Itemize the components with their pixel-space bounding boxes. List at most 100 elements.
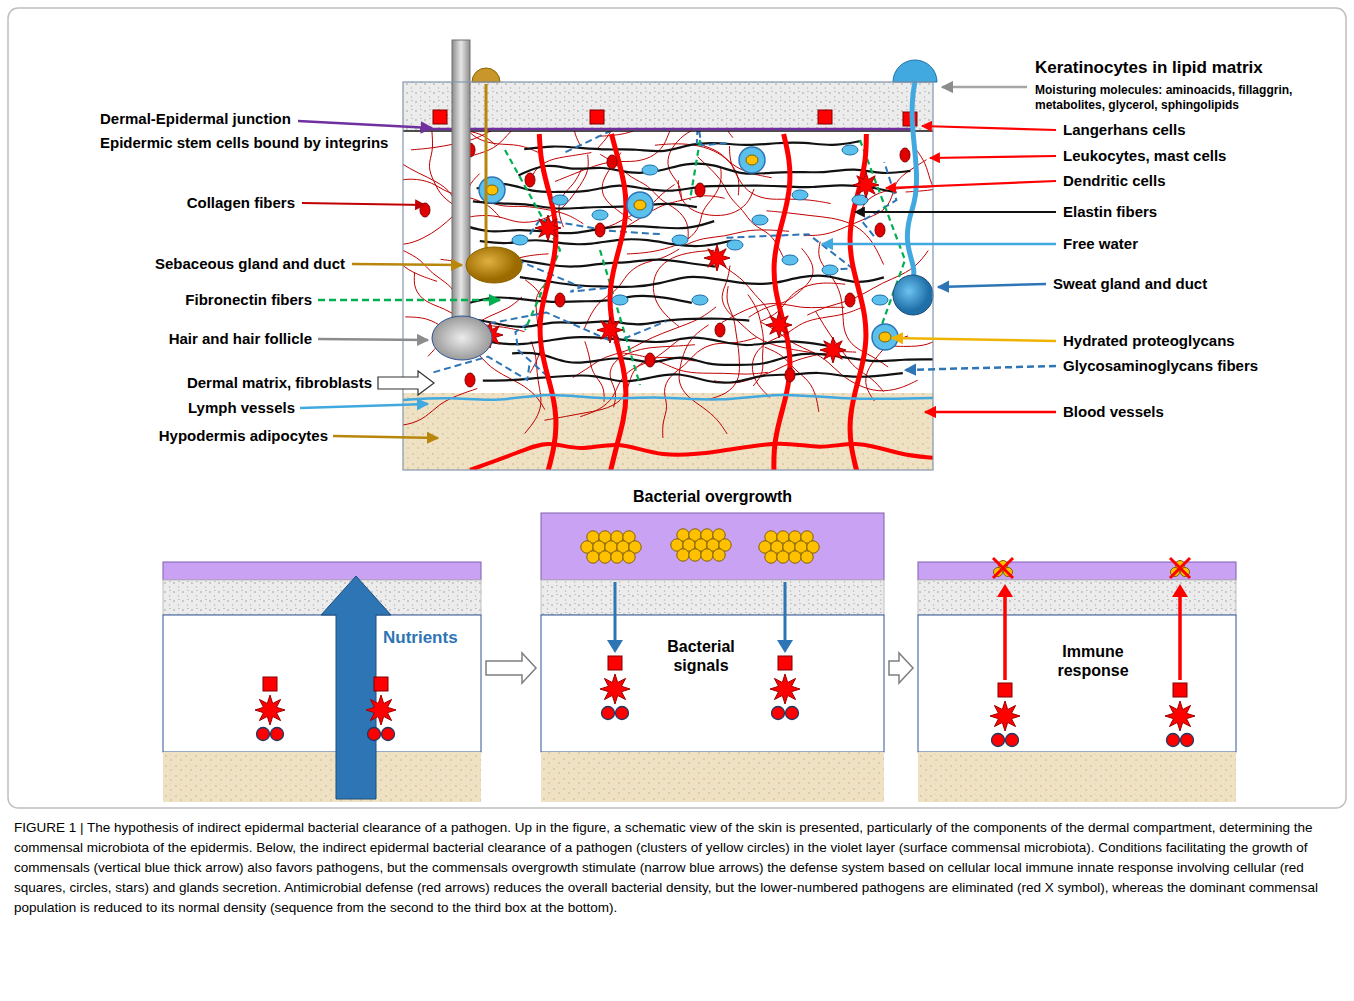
part-label: Blood vessels: [1063, 403, 1164, 421]
bacterium: [611, 551, 623, 563]
leukocyte: [525, 173, 535, 187]
nutrient-arrow: [321, 576, 391, 799]
sweat-duct: [907, 82, 916, 280]
part-label: Hypodermis adipocytes: [20, 427, 328, 445]
glycosaminoglycan-fiber: [566, 131, 725, 152]
free-water: [822, 265, 838, 275]
immune-cell-square: [1173, 683, 1187, 697]
elastin-fiber: [473, 201, 697, 208]
collagen-fiber: [403, 232, 437, 281]
free-water: [512, 235, 528, 245]
part-label: Dermal-Epidermal junction: [100, 110, 291, 128]
immune-cell-circle: [257, 728, 270, 741]
hair-shaft: [452, 40, 470, 330]
collagen-fiber: [403, 389, 477, 426]
signal-arrowhead: [1172, 584, 1188, 597]
bacterium: [689, 549, 701, 561]
leader-line: [938, 284, 1046, 287]
sweat-pore: [893, 60, 937, 82]
leader-line: [892, 338, 1056, 341]
dendritic-cell: [820, 337, 846, 363]
collagen-fiber: [585, 341, 604, 401]
free-water: [782, 255, 798, 265]
leukocyte: [595, 223, 605, 237]
collagen-fiber: [597, 131, 723, 136]
immune-cell-circle: [772, 707, 785, 720]
collagen-fiber: [627, 167, 721, 254]
epidermis-layer: [163, 580, 481, 615]
skin-stage-panel: Bacterial overgrowthBacterial signals: [541, 485, 884, 802]
signal-arrow: [614, 582, 617, 641]
collagen-fiber: [663, 338, 757, 438]
immune-cell-square: [998, 683, 1012, 697]
glycosaminoglycan-fiber: [726, 234, 852, 269]
free-water: [672, 235, 688, 245]
dermal-epidermal-junction: [420, 128, 915, 131]
immune-cell-circle: [602, 707, 615, 720]
collagen-fiber: [724, 131, 791, 138]
bacterium: [599, 551, 611, 563]
leader-line: [298, 121, 432, 128]
free-water: [592, 210, 608, 220]
elastin-fiber: [477, 184, 897, 192]
dendritic-cell: [766, 312, 792, 338]
proteoglycan-core: [746, 155, 758, 165]
part-label: Sweat gland and duct: [1053, 275, 1207, 293]
langerhans-cell: [590, 110, 604, 124]
collagen-fiber: [405, 317, 545, 410]
leukocyte: [645, 353, 655, 367]
panel-heading: Bacterial overgrowth: [541, 487, 884, 506]
leukocyte: [845, 293, 855, 307]
free-water: [552, 195, 568, 205]
bacterium: [623, 551, 635, 563]
panel-label: Bacterial signals: [651, 637, 751, 675]
proteoglycan: [627, 192, 653, 218]
collagen-fiber: [815, 311, 883, 392]
commensal-layer: [163, 562, 481, 580]
immune-cell-star: [1165, 701, 1195, 731]
free-water: [872, 295, 888, 305]
collagen-fiber: [403, 131, 495, 145]
bacterium: [677, 549, 689, 561]
dermis-layer: [163, 615, 481, 752]
blood-vessel: [470, 444, 933, 470]
immune-cell-star: [990, 701, 1020, 731]
immune-cell-star: [366, 695, 396, 725]
collagen-fiber: [752, 307, 863, 398]
elastin-fiber: [518, 164, 910, 176]
elastin-fiber: [512, 353, 933, 365]
epidermis-layer: [403, 82, 933, 130]
part-label: Fibronectin fibers: [20, 291, 312, 309]
immune-cell-square: [778, 656, 792, 670]
panel-layers: [163, 562, 481, 802]
proteoglycan-core: [879, 332, 891, 342]
sweat-gland: [893, 275, 933, 315]
proteoglycan-core: [634, 200, 646, 210]
langerhans-cell: [433, 110, 447, 124]
part-label: Langerhans cells: [1063, 121, 1186, 139]
part-label: Dendritic cells: [1063, 172, 1166, 190]
free-water: [642, 165, 658, 175]
leukocyte: [695, 183, 705, 197]
leader-line: [930, 156, 1056, 158]
immune-cell-circle: [271, 728, 284, 741]
free-water: [792, 190, 808, 200]
leader-line: [925, 411, 1056, 414]
skin-stage-panel: Nutrients: [163, 562, 481, 802]
part-label: Keratinocytes in lipid matrix: [1035, 58, 1263, 78]
part-label: Moisturing molecules: aminoacids, fillag…: [1035, 83, 1335, 113]
proteoglycan: [739, 147, 765, 173]
immune-cell-circle: [992, 734, 1005, 747]
leader-line: [352, 264, 462, 265]
dendritic-cell: [853, 172, 879, 198]
elimination-mark: [993, 558, 1013, 578]
hypodermis-layer: [918, 752, 1236, 802]
free-water: [612, 295, 628, 305]
lymph-vessel: [403, 395, 933, 400]
leukocyte: [900, 148, 910, 162]
part-label: Lymph vessels: [20, 399, 295, 417]
collagen-fiber: [621, 353, 768, 374]
part-label: Dermal matrix, fibroblasts: [20, 374, 372, 392]
dermis-layer: [541, 615, 884, 752]
leader-line: [922, 126, 1056, 130]
